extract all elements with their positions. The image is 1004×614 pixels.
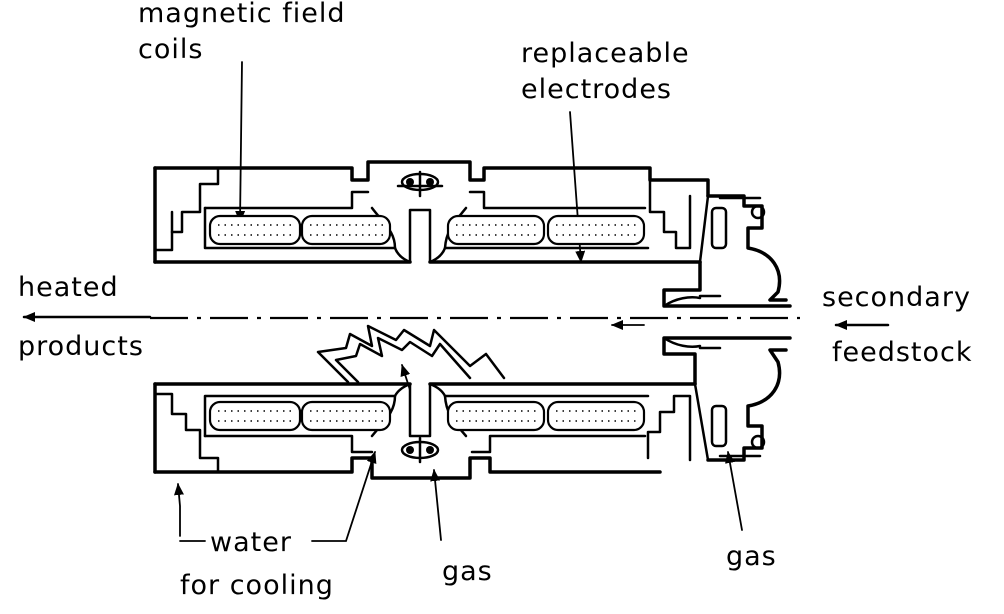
label-for-cooling: for cooling xyxy=(180,570,334,601)
coil-bottom-3 xyxy=(446,400,546,432)
coil-bottom-1 xyxy=(208,400,302,432)
label-magnetic-field: magnetic field xyxy=(138,0,345,29)
right-injector-assembly xyxy=(662,194,792,462)
leader-gas-right xyxy=(725,451,743,531)
label-secondary: secondary xyxy=(822,282,971,313)
coil-top-1 xyxy=(208,214,302,246)
coil-top-2 xyxy=(300,214,392,246)
label-replaceable: replaceable xyxy=(521,38,690,69)
label-heated: heated xyxy=(18,272,119,303)
leader-lines xyxy=(174,61,743,542)
coil-bottom-4 xyxy=(546,400,646,432)
label-products: products xyxy=(18,331,144,362)
leader-coils xyxy=(235,61,246,223)
label-gas-center: gas xyxy=(442,556,493,587)
label-gas-right: gas xyxy=(726,541,777,572)
leader-gas-center xyxy=(430,469,442,541)
coil-top-3 xyxy=(446,214,546,246)
label-feedstock: feedstock xyxy=(832,337,973,368)
label-coils: coils xyxy=(138,34,203,65)
label-electrodes: electrodes xyxy=(521,74,672,105)
leader-water-left xyxy=(174,483,184,537)
leader-water-right xyxy=(311,451,377,542)
coil-bottom-2 xyxy=(300,400,392,432)
plasma-arc xyxy=(316,324,506,384)
label-water: water xyxy=(210,527,292,558)
coil-top-4 xyxy=(546,214,646,246)
magnetic-field-coils xyxy=(208,214,646,432)
